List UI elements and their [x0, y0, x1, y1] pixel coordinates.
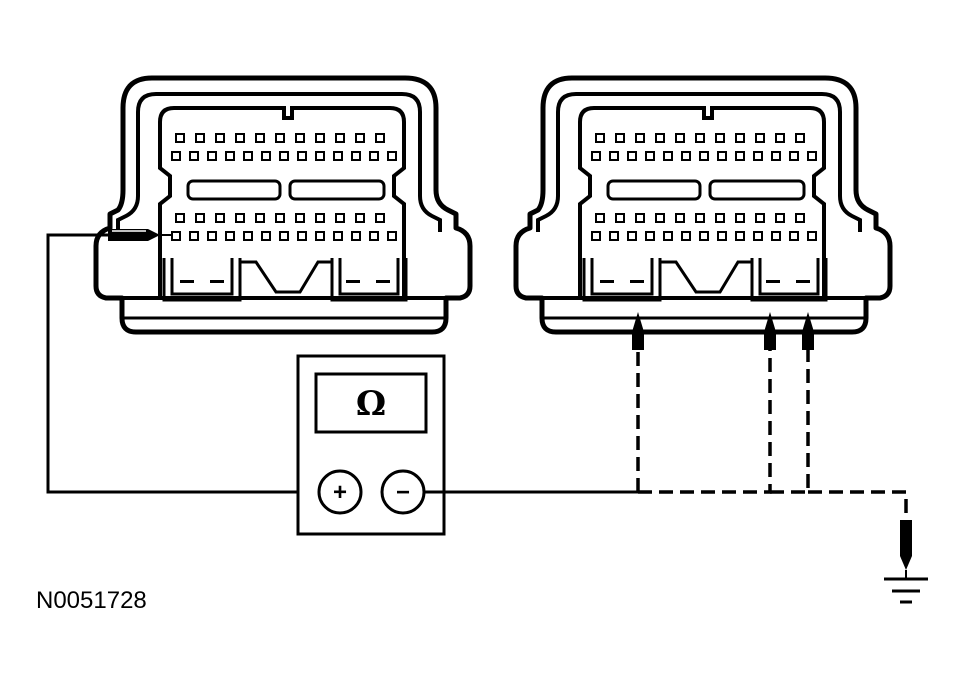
positive-terminal-label: +: [333, 479, 347, 506]
ohmmeter: Ω + −: [296, 354, 446, 536]
figure-id: N0051728: [36, 587, 147, 614]
positive-lead-wire: [46, 233, 318, 494]
dashed-leads: [636, 350, 908, 520]
meter-display: [314, 372, 428, 434]
right-connector: [513, 75, 893, 335]
test-probe-icon: [108, 229, 172, 241]
test-probe-icon: [632, 312, 814, 350]
positive-terminal: [317, 469, 363, 515]
ground-symbol-icon: [884, 520, 928, 604]
left-connector: [93, 75, 473, 335]
ohm-symbol: Ω: [356, 384, 386, 424]
negative-terminal-label: −: [396, 479, 410, 506]
